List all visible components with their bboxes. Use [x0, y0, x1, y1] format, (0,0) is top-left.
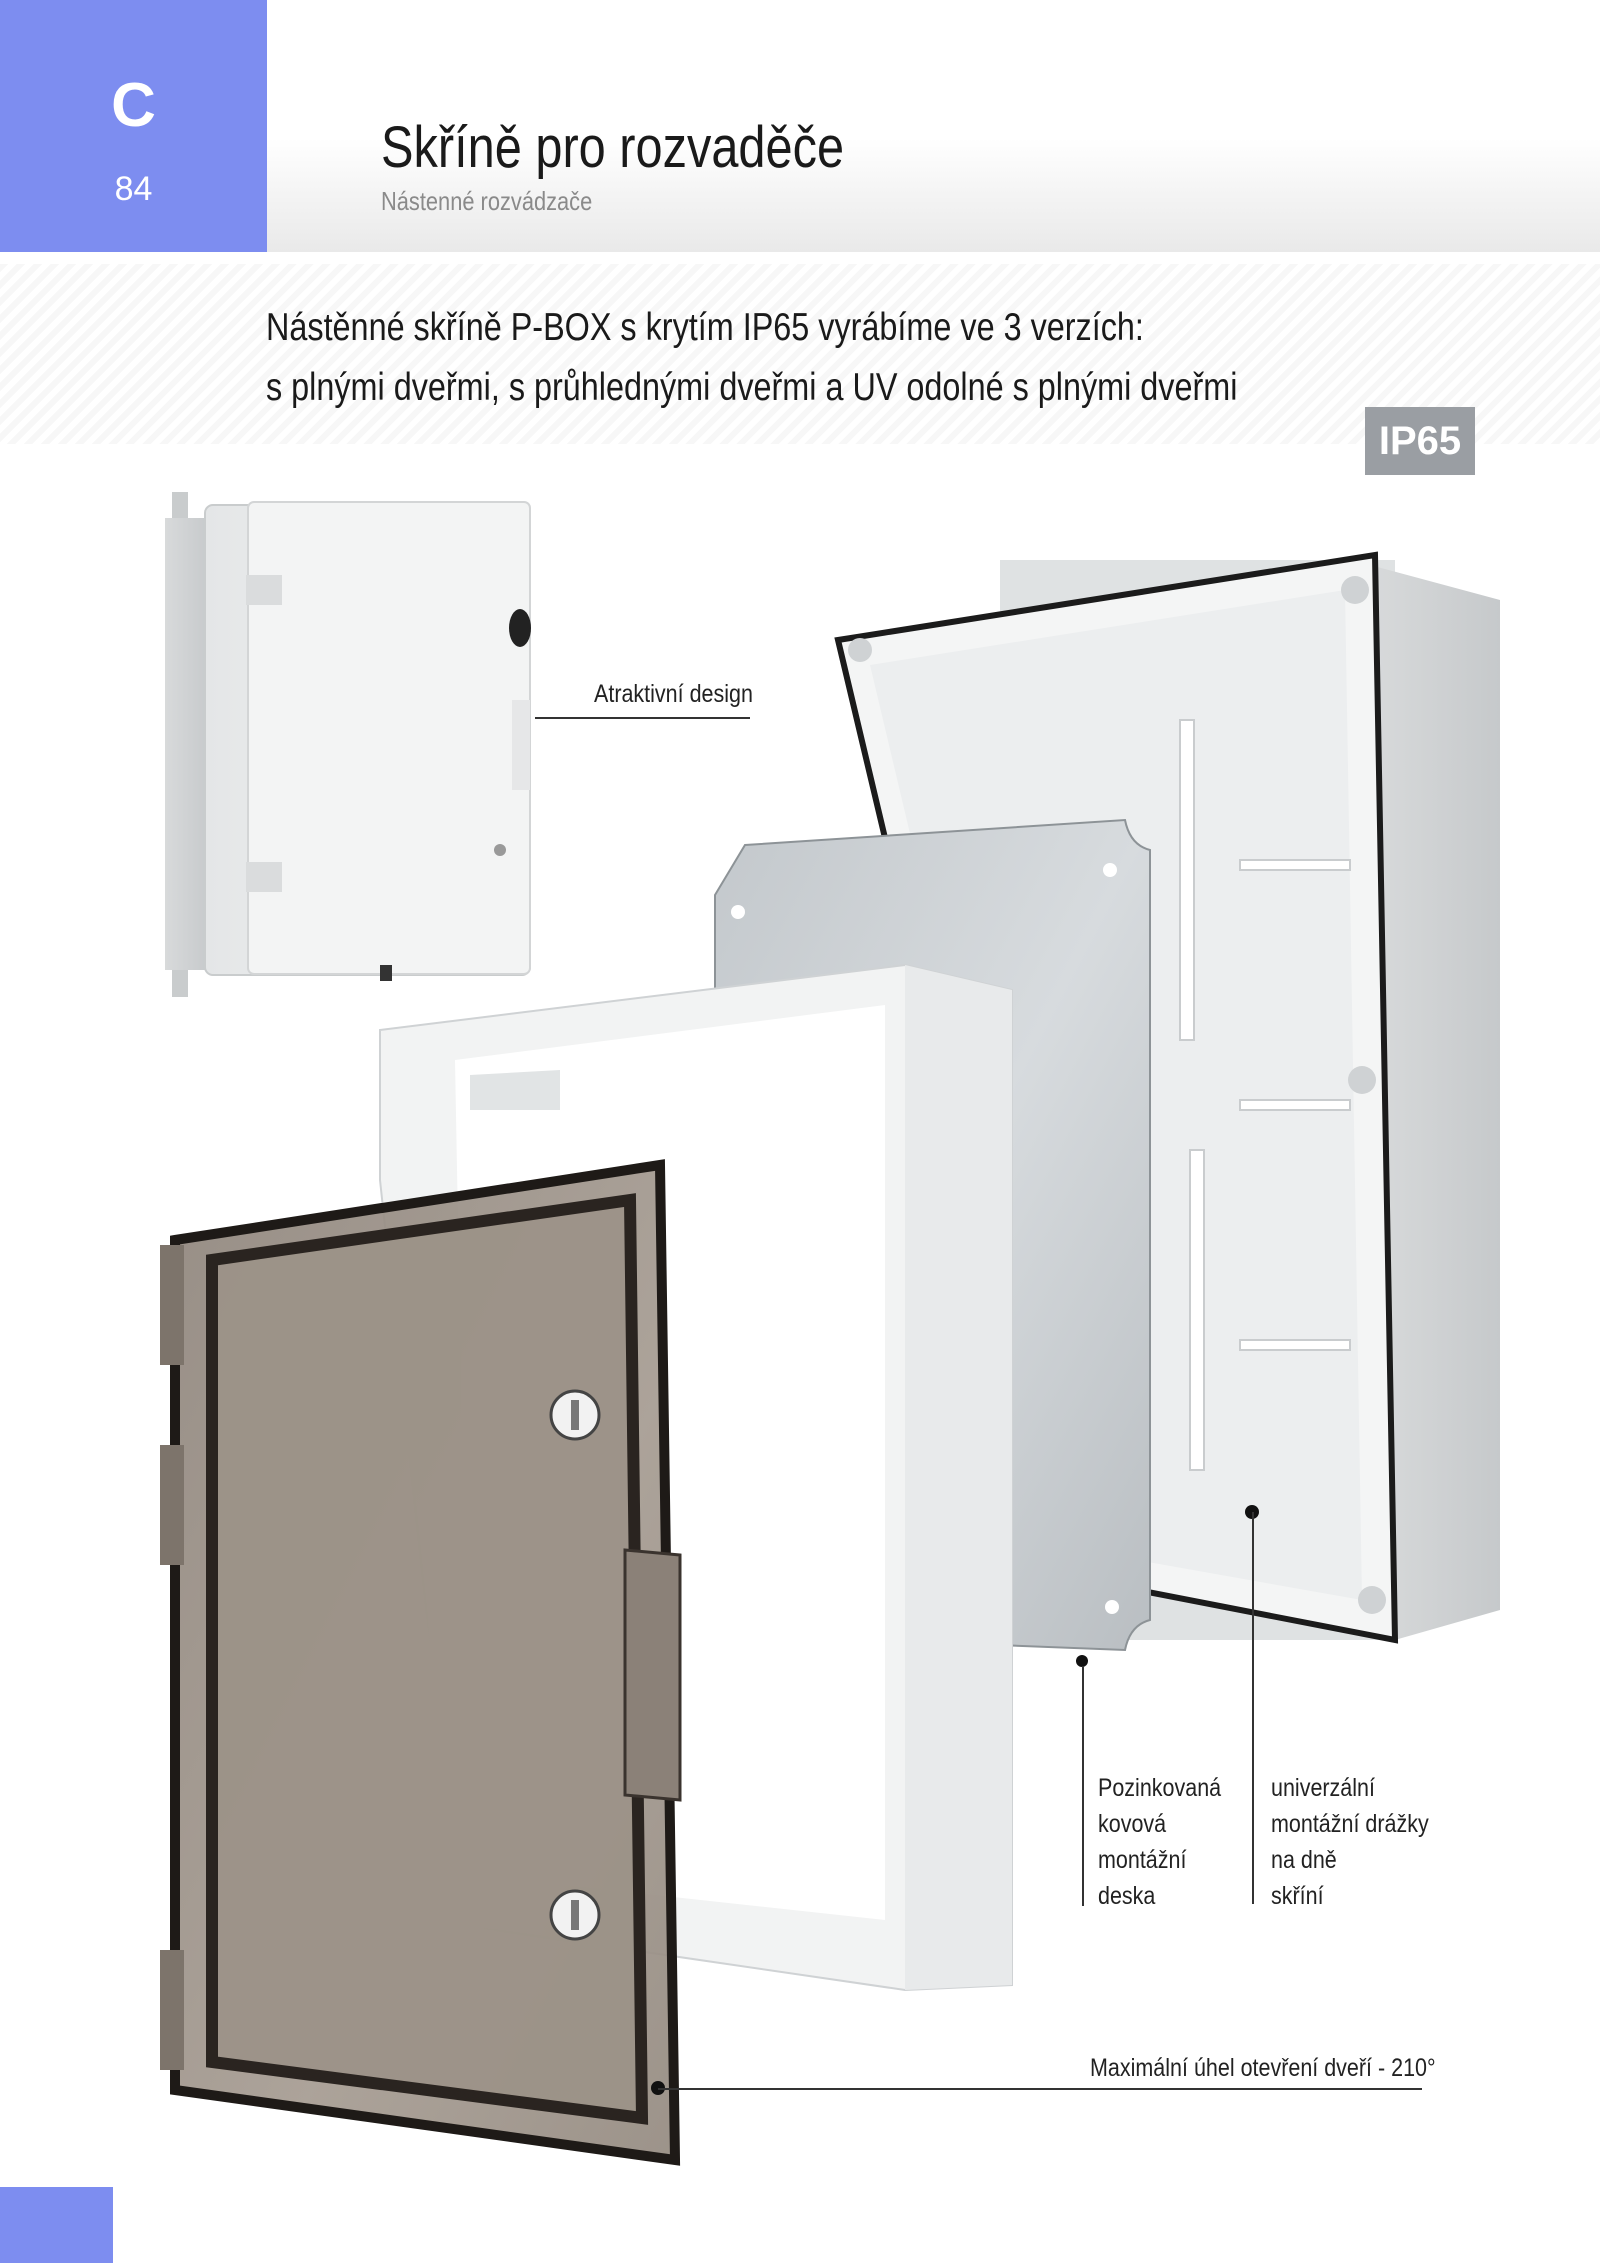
callout-attractive-design: Atraktivní design	[594, 680, 753, 708]
ip-rating-badge: IP65	[1365, 407, 1475, 475]
callout-text-line: Pozinkovaná	[1098, 1774, 1222, 1802]
page-subtitle: Nástenné rozvádzače	[381, 186, 593, 216]
product-illustration	[160, 492, 1500, 2166]
closed-enclosure	[165, 492, 531, 997]
callout-text-line: na dně	[1271, 1846, 1337, 1874]
callout-max-door-angle: Maximální úhel otevření dveří - 210°	[1090, 2054, 1436, 2082]
footer-tab	[0, 2187, 113, 2263]
callout-mounting-plate: Pozinkovaná kovová montážní deska	[1098, 1770, 1221, 1914]
callout-text-line: kovová	[1098, 1810, 1167, 1838]
chapter-tab: C 84	[0, 0, 267, 252]
transparent-door	[160, 1159, 682, 2166]
callout-line	[1082, 1666, 1084, 1906]
intro-band	[0, 264, 1600, 444]
callout-dot	[1076, 1655, 1088, 1667]
callout-text-line: montážní drážky	[1271, 1810, 1429, 1838]
callout-text-line: deska	[1098, 1882, 1156, 1910]
page-number: 84	[114, 170, 153, 208]
intro-text-line: s plnými dveřmi, s průhlednými dveřmi a …	[266, 366, 1238, 409]
callout-line	[1252, 1512, 1254, 1904]
chapter-letter: C	[111, 71, 156, 140]
callout-text-line: montážní	[1098, 1846, 1187, 1874]
intro-text-line: Nástěnné skříně P-BOX s krytím IP65 vyrá…	[266, 306, 1144, 349]
page-title: Skříně pro rozvaděče	[381, 115, 845, 180]
callout-text-line: univerzální	[1271, 1774, 1375, 1802]
callout-line	[535, 717, 750, 719]
callout-line	[658, 2088, 1422, 2090]
page-header: C 84 Skříně pro rozvaděče Nástenné rozvá…	[0, 0, 1600, 252]
callout-mounting-grooves: univerzální montážní drážky na dně skřín…	[1271, 1770, 1429, 1914]
callout-text-line: skříní	[1271, 1882, 1324, 1910]
